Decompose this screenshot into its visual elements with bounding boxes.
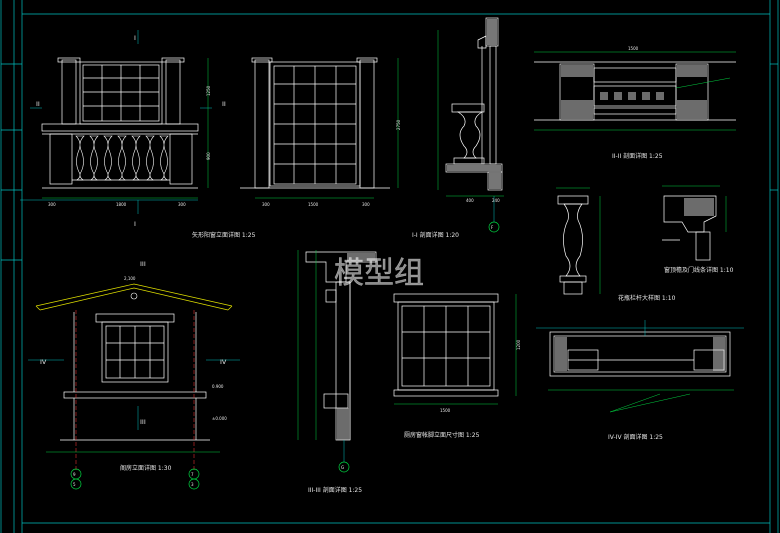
dim-2100: 2,100 [124, 276, 136, 281]
dim-1200: 1200 [516, 339, 521, 350]
caption-baluster-detail: 花瓶栏杆大样图 1:10 [618, 294, 676, 302]
section-4-detail: IV-IV 剖面详图 1:25 [536, 320, 744, 441]
section-3-detail: G III-III 剖面详图 1:25 [297, 250, 377, 494]
caption-section-3: III-III 剖面详图 1:25 [308, 486, 362, 494]
axis-bubble-f: F [491, 225, 494, 230]
dim-1500-door: 1500 [308, 202, 319, 207]
axis-bubble-3: 3 [191, 482, 194, 487]
baluster-row [75, 135, 169, 181]
dim-1250: 1250 [206, 85, 211, 96]
section-mark-iii-bottom: III [140, 418, 146, 426]
dim-240: 240 [492, 198, 500, 203]
section-1-detail: F 400 240 I-I 剖面详图 1:20 [412, 17, 504, 239]
window-elevation-detail: 1500 1200 厕房窗帐脚立面尺寸图 1:25 [393, 293, 521, 439]
section-mark-ii-right: II [222, 100, 226, 108]
section-mark-ii-left: II [36, 100, 40, 108]
axis-bubble-9: 9 [73, 472, 76, 477]
section-mark-i-top: I [134, 34, 136, 42]
baluster [159, 135, 169, 181]
dim-1800: 1800 [116, 202, 127, 207]
baluster-detail: 花瓶栏杆大样图 1:10 [556, 187, 676, 302]
dim-300-door-right: 300 [362, 202, 370, 207]
caption-balcony-elevation: 矢形阳窗立面详图 1:25 [192, 231, 256, 239]
caption-section-4: IV-IV 剖面详图 1:25 [608, 433, 663, 441]
dim-900: 900 [206, 152, 211, 160]
caption-section-1: I-I 剖面详图 1:20 [412, 231, 459, 239]
balcony-window-elevation: I I II II 300 1800 300 1250 900 矢形阳窗立面详图… [20, 30, 256, 239]
dim-300-left: 300 [48, 202, 56, 207]
section-2-detail: 1500 II-II 剖面详图 1:25 [534, 46, 736, 160]
dim-1500-window: 1500 [440, 408, 451, 413]
elev-0000: ±0.000 [212, 416, 227, 421]
caption-eave-detail: 窗顶檐及门线条详图 1:10 [664, 266, 734, 274]
baluster [145, 135, 155, 181]
axis-bubble-g: G [341, 465, 344, 470]
section-mark-i-bottom: I [134, 220, 136, 228]
dim-300-door-left: 300 [262, 202, 270, 207]
section-mark-iv-left: IV [40, 358, 47, 366]
caption-window-elevation: 厕房窗帐脚立面尺寸图 1:25 [404, 431, 480, 439]
baluster [117, 135, 127, 181]
dim-1500-section2: 1500 [628, 46, 639, 51]
caption-section-2: II-II 剖面详图 1:25 [612, 152, 663, 160]
baluster [89, 135, 99, 181]
section-mark-iii-top: III [140, 260, 146, 268]
axis-bubble-5: 5 [73, 482, 76, 487]
baluster [131, 135, 141, 181]
dim-300-right: 300 [178, 202, 186, 207]
door-window-elevation: 300 1500 300 2750 [240, 57, 401, 207]
watermark-text: 模型组 [334, 256, 424, 291]
baluster [75, 135, 85, 181]
axis-bubble-7: 7 [191, 472, 194, 477]
section-mark-iv-right: IV [220, 358, 227, 366]
dim-2750: 2750 [396, 119, 401, 130]
dim-400: 400 [466, 198, 474, 203]
baluster [103, 135, 113, 181]
elev-0900: 0.900 [212, 384, 224, 389]
eave-detail: 窗顶檐及门线条详图 1:10 [662, 185, 734, 274]
gable-side-elevation: 9 5 7 3 2,100 0.900 ±0.000 IV IV III III… [28, 260, 240, 490]
caption-side-elevation: 阁房立面详图 1:30 [120, 464, 172, 472]
